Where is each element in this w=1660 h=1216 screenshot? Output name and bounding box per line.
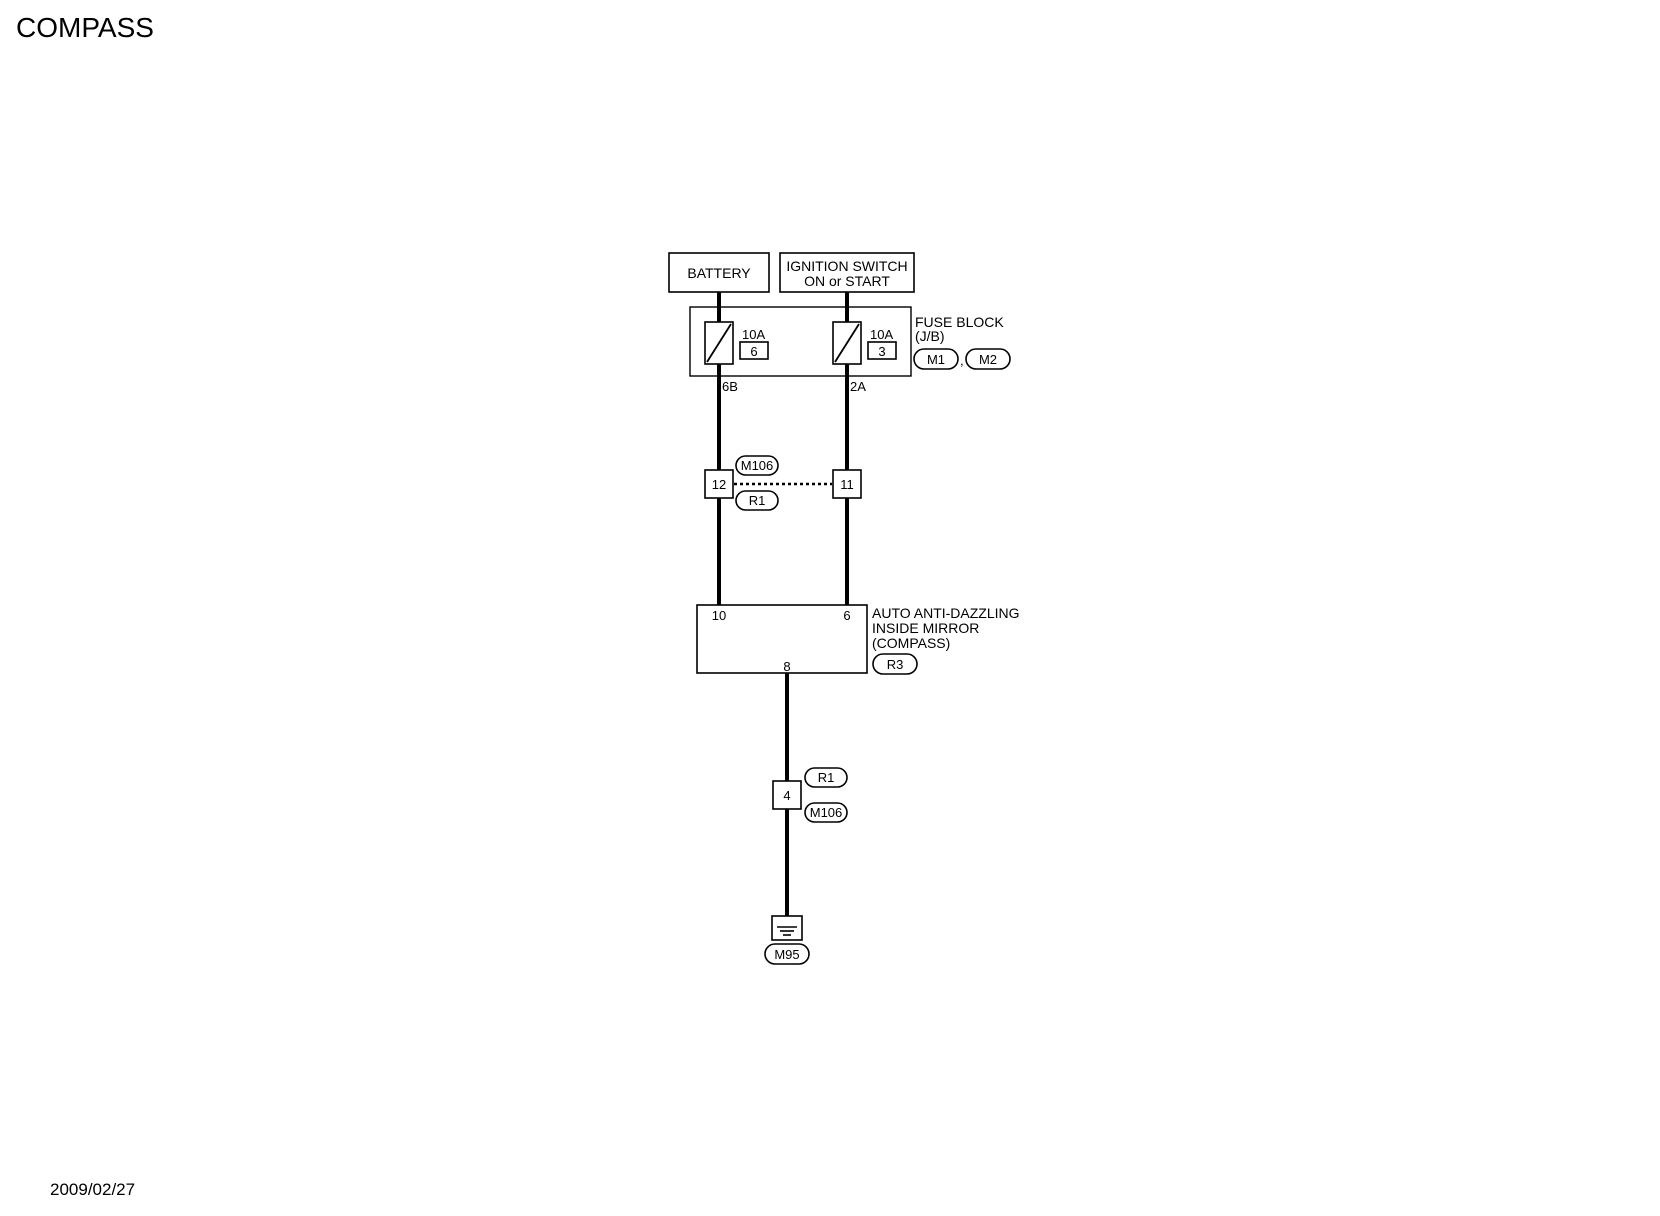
connector-m2: M2: [979, 352, 997, 367]
battery-box: BATTERY: [668, 252, 770, 293]
joint-connector-bottom: R1 4 M106: [772, 767, 848, 823]
joint-bottom-connector-r1: R1: [818, 770, 835, 785]
mirror-label-line2: INSIDE MIRROR: [872, 620, 979, 636]
ignition-label-line2: ON or START: [804, 273, 890, 289]
mirror-pin-10: 10: [712, 608, 726, 623]
diagram-date: 2009/02/27: [50, 1180, 136, 1199]
mirror-unit: 10 6 8 AUTO ANTI-DAZZLING INSIDE MIRROR …: [696, 604, 1020, 675]
connector-m1: M1: [927, 352, 945, 367]
pin-11: 11: [840, 477, 854, 492]
mirror-pin-6: 6: [843, 608, 850, 623]
joint-top-connector-r1: R1: [749, 493, 766, 508]
fuse-6-rating: 10A: [742, 327, 765, 342]
joint-connector-top: M106 12 11 R1: [704, 455, 862, 511]
mirror-connector-r3: R3: [887, 657, 904, 672]
fuse-3-number: 3: [878, 344, 885, 359]
fuse-6-number: 6: [750, 344, 757, 359]
ignition-switch-box: IGNITION SWITCH ON or START: [779, 252, 915, 293]
page-title: COMPASS: [16, 12, 154, 43]
fuse-6-terminal: 6B: [722, 379, 738, 394]
fuse-6: 10A 6 6B: [704, 321, 769, 394]
fuse-block-outline: [689, 306, 912, 377]
ground-icon: [771, 915, 803, 941]
battery-label: BATTERY: [687, 265, 751, 281]
connector-separator: ,: [960, 353, 964, 368]
fuse-3-terminal: 2A: [850, 379, 866, 394]
fuse-block: 10A 6 6B 10A 3 2A FUSE BLOCK (J/B) M1 , …: [689, 306, 1011, 394]
pin-12: 12: [712, 477, 726, 492]
joint-top-connector-m106: M106: [741, 458, 774, 473]
mirror-pin-8: 8: [783, 659, 790, 674]
mirror-label-line1: AUTO ANTI-DAZZLING: [872, 605, 1020, 621]
ground: M95: [764, 915, 810, 965]
mirror-label-line3: (COMPASS): [872, 635, 950, 651]
ignition-label-line1: IGNITION SWITCH: [786, 258, 907, 274]
joint-bottom-connector-m106: M106: [810, 805, 843, 820]
fuse-3-rating: 10A: [870, 327, 893, 342]
fuse-block-name: FUSE BLOCK: [915, 314, 1004, 330]
ground-connector-m95: M95: [774, 947, 799, 962]
fuse-block-sub: (J/B): [915, 328, 945, 344]
fuse-3: 10A 3 2A: [832, 321, 897, 394]
pin-4: 4: [783, 788, 790, 803]
